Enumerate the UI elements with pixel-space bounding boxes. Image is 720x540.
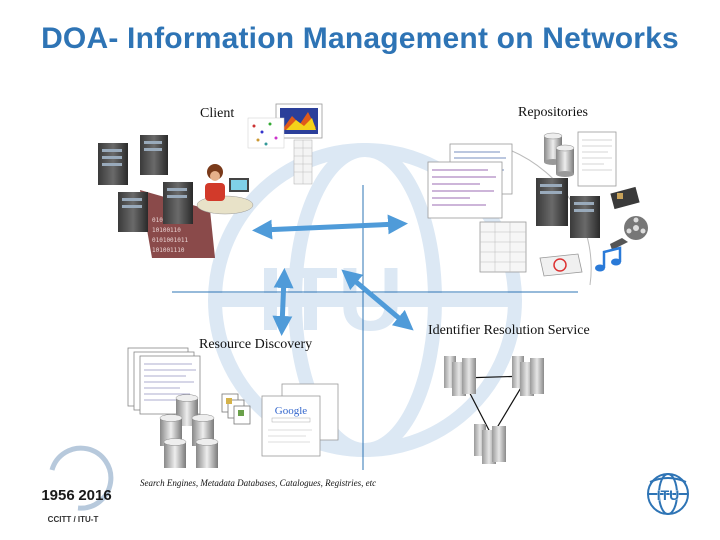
anniversary-logo (49, 445, 114, 511)
logo-year-start: 1956 (41, 487, 74, 504)
discovery-card-stack (221, 393, 251, 425)
label-repositories: Repositories (518, 105, 588, 120)
resolution-server-cluster-3 (474, 424, 506, 464)
arrow-client-discovery (272, 268, 294, 336)
repository-circuit-board (610, 186, 640, 210)
repository-media-badge (539, 253, 583, 277)
client-table-sheet (293, 139, 313, 185)
label-client: Client (200, 106, 235, 121)
client-scatter-plot (247, 117, 285, 149)
client-user-at-desk (196, 164, 254, 215)
search-engine-window (261, 383, 339, 457)
client-server-3 (118, 192, 148, 232)
arrow-client-repositories (252, 214, 408, 240)
resolution-server-cluster-1 (444, 356, 476, 396)
arrow-repositories-resolution (341, 269, 414, 331)
logo-year-end: 2016 (78, 487, 111, 504)
client-server-2 (140, 135, 168, 175)
client-server-4 (163, 182, 193, 224)
client-server-1 (98, 143, 128, 185)
label-resource-discovery: Resource Discovery (199, 337, 313, 352)
discovery-database-cluster (159, 394, 219, 468)
repository-document-stack (577, 131, 617, 187)
svg-text:10100110: 10100110 (152, 227, 181, 234)
film-reel-icon (610, 216, 648, 250)
repository-table (479, 221, 527, 273)
svg-text:0101001011: 0101001011 (152, 237, 189, 244)
resolution-server-cluster-2 (512, 356, 544, 396)
itu-logo (647, 473, 689, 515)
logo-subtitle: CCITT / ITU-T (48, 515, 99, 524)
client-data-plot (275, 103, 323, 139)
svg-text:101001110: 101001110 (152, 247, 185, 254)
repository-server-1 (536, 178, 568, 226)
caption: Search Engines, Metadata Databases, Cata… (140, 478, 377, 488)
page-title: DOA- Information Management on Networks (41, 22, 679, 55)
repository-doc-2 (427, 161, 503, 219)
search-engine-logo: Google (275, 405, 308, 417)
itu-logo-text: ITU (657, 487, 680, 503)
repository-server-2 (570, 196, 600, 238)
repository-database-2 (555, 144, 575, 177)
music-note-icon (595, 246, 622, 272)
label-identifier-resolution: Identifier Resolution Service (428, 323, 590, 338)
